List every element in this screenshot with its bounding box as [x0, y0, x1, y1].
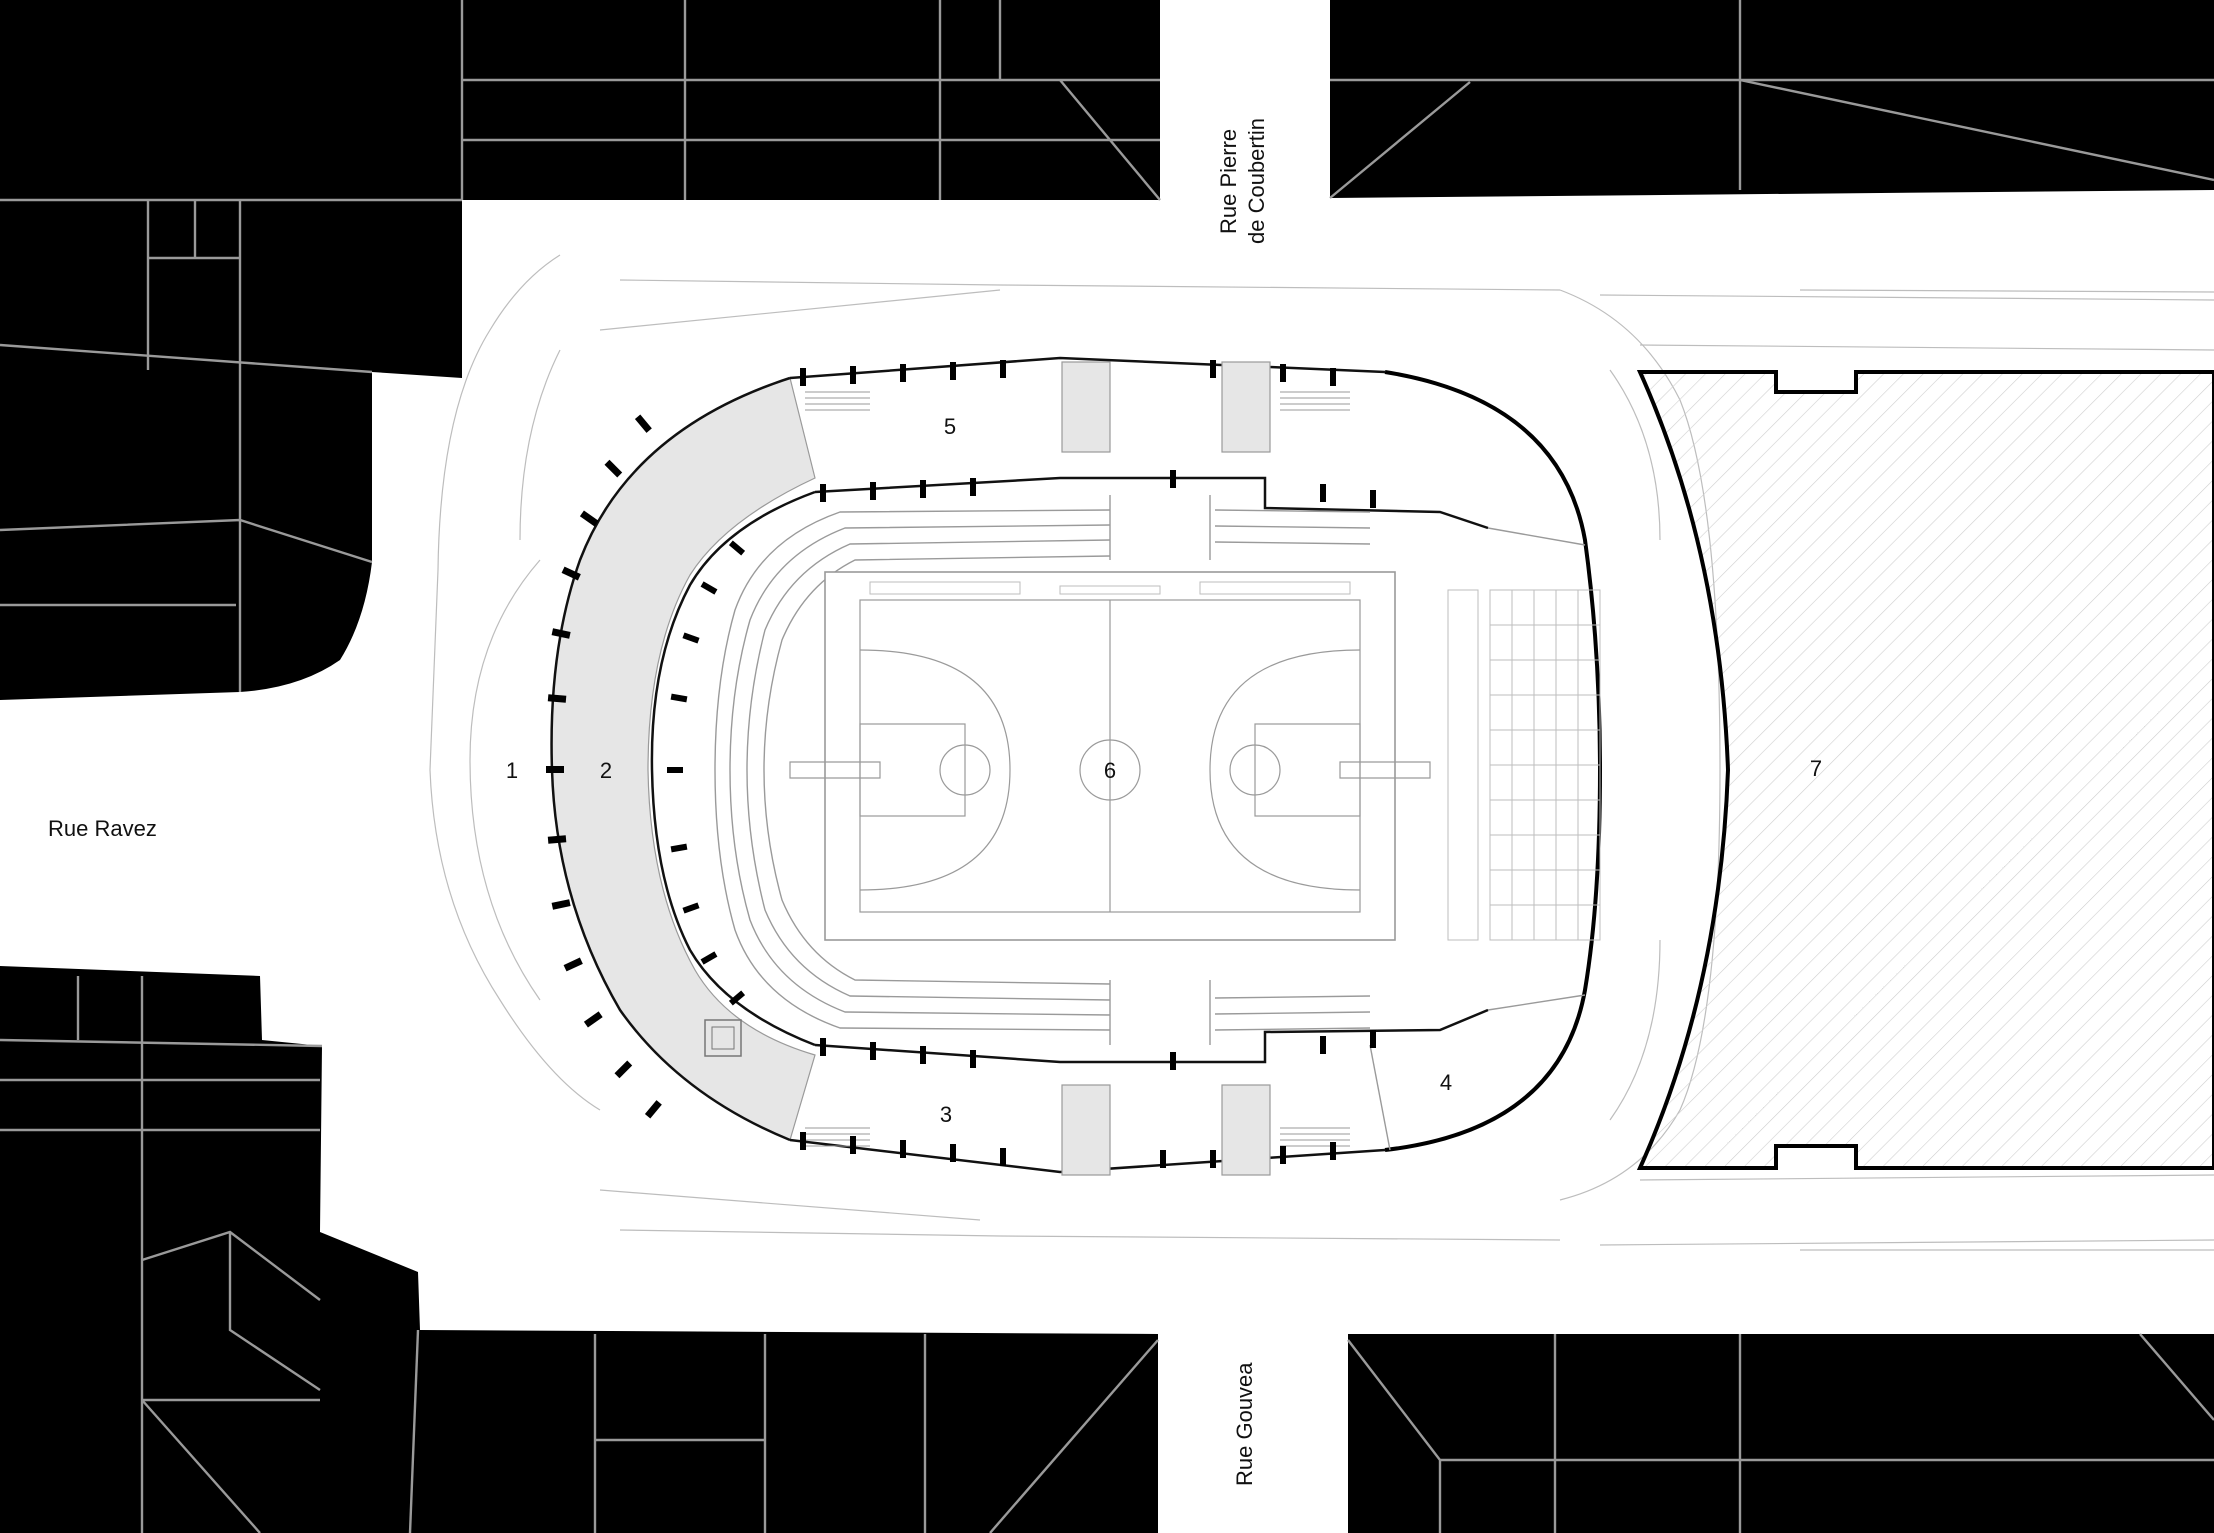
building-block-nw: [0, 0, 1160, 700]
zone-labels: 1 2 3 4 5 6 7: [506, 414, 1822, 1127]
zone-label-4: 4: [1440, 1070, 1452, 1095]
street-label-north-line2: de Coubertin: [1244, 118, 1269, 244]
zone-label-5: 5: [944, 414, 956, 439]
svg-text:de Coubertin: de Coubertin: [1244, 118, 1269, 244]
east-seating: [1447, 589, 1601, 941]
building-block-se: [1348, 1334, 2214, 1533]
street-label-north-line1: Rue Pierre: [1216, 129, 1241, 234]
building-block-sw: [0, 966, 1158, 1533]
inner-ring: [650, 490, 816, 1047]
zone-label-6: 6: [1104, 758, 1116, 783]
facade-south: [789, 1138, 1386, 1174]
svg-text:Rue Pierre: Rue Pierre: [1216, 129, 1241, 234]
arena: [546, 356, 1603, 1176]
seating-tier-outer: [714, 509, 1111, 1031]
street-labels: Rue Pierre de Coubertin Rue Ravez Rue Go…: [48, 118, 1269, 1486]
building-block-ne: [1330, 0, 2214, 198]
facade-piers: [546, 360, 1376, 1168]
zone-label-2: 2: [600, 758, 612, 783]
zone-label-3: 3: [940, 1102, 952, 1127]
street-label-south: Rue Gouvea: [1232, 1362, 1257, 1486]
east-wall: [1384, 370, 1603, 1152]
zone-label-7: 7: [1810, 756, 1822, 781]
street-curbs: [429, 254, 2214, 1251]
building-zone-7: [1636, 370, 2214, 1170]
facade-north: [789, 356, 1386, 380]
zone-label-1: 1: [506, 758, 518, 783]
street-label-west: Rue Ravez: [48, 816, 157, 841]
court-zone-6: [789, 571, 1431, 941]
